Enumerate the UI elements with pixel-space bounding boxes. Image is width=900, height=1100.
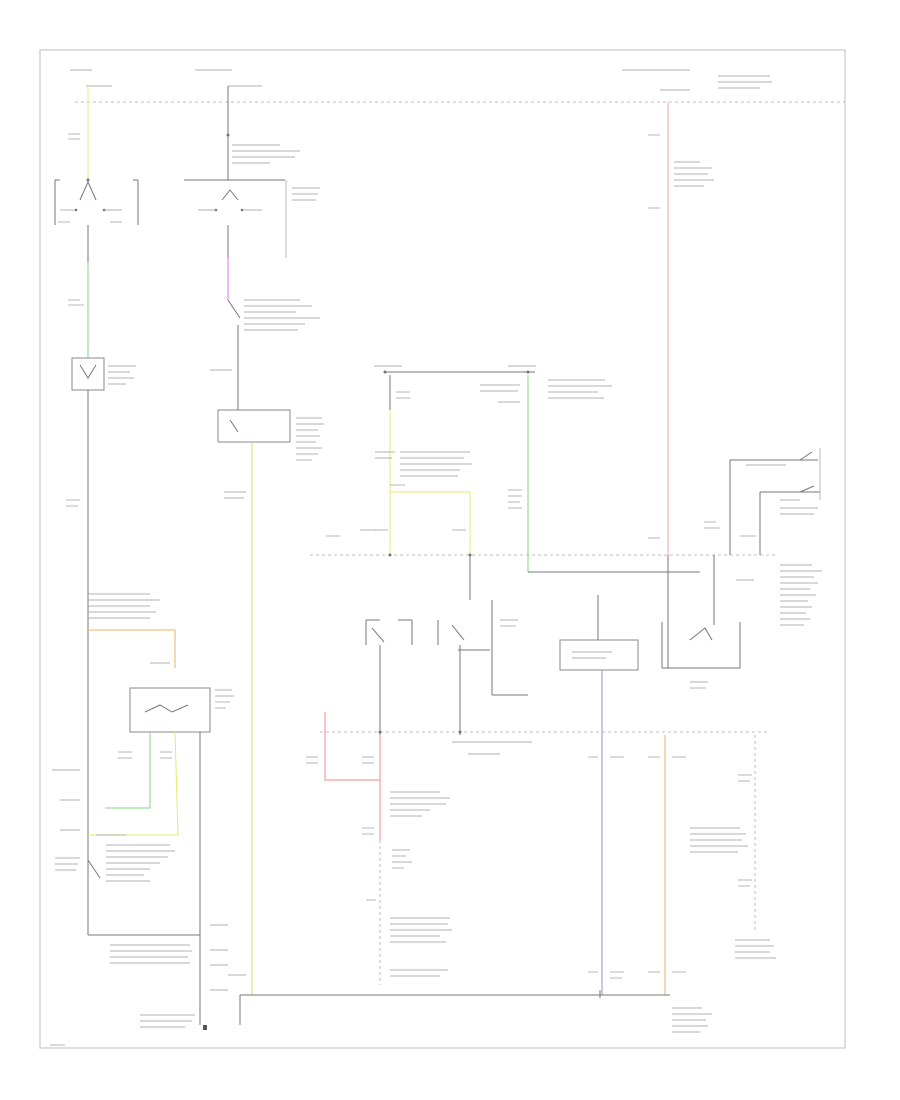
switch-right	[729, 459, 820, 555]
relay-box-left	[71, 357, 105, 391]
control-module-left	[129, 687, 211, 733]
relay-right	[661, 622, 741, 669]
wire-orange-left	[88, 629, 176, 668]
ignition-switch-left	[54, 179, 139, 225]
control-unit-center	[559, 639, 639, 671]
wire-green-module	[105, 732, 151, 809]
left-power-circuit	[52, 69, 234, 1025]
right-power-circuit	[599, 69, 822, 1033]
switch-center-a	[365, 619, 413, 645]
wire-red-lower	[324, 712, 380, 781]
diagram-frame	[39, 49, 846, 1049]
ignition-relay-circuit	[110, 69, 324, 1030]
switch-center-b	[437, 620, 465, 645]
ground-symbol-left	[203, 1025, 207, 1030]
center-switch-circuit	[306, 365, 775, 995]
relay-box-center-left	[217, 409, 291, 443]
wire-yellow-module	[88, 731, 179, 836]
